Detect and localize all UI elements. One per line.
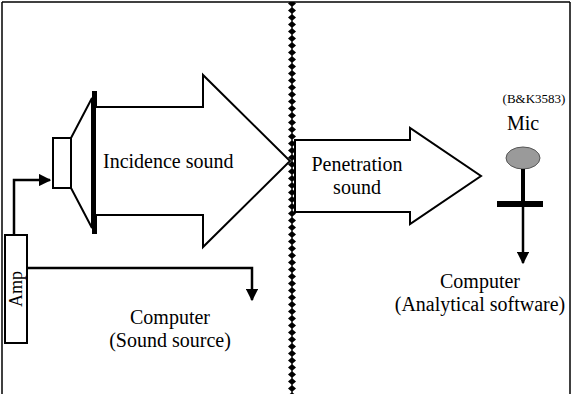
speaker-wire	[14, 180, 50, 234]
mic-label: (B&K3583)	[502, 92, 566, 107]
computer-label: Computer (Sound source)	[109, 306, 232, 352]
microphone	[497, 147, 543, 207]
hollow-arrow	[295, 128, 481, 224]
sound-label: Incidence sound	[103, 150, 234, 173]
sound-label: Penetration sound	[301, 153, 413, 199]
sound-arrow: Incidence sound	[95, 75, 290, 247]
amplifier-box: Amp	[4, 234, 28, 344]
arrow-outline	[295, 128, 481, 224]
sound-arrow: Penetration sound	[295, 128, 481, 224]
mic-cable	[522, 207, 525, 263]
computer-label: Computer (Analytical software)	[394, 270, 566, 316]
source-wire	[26, 268, 252, 300]
mic-label: Mic	[506, 112, 540, 135]
loudspeaker	[53, 91, 97, 234]
arrow-outline	[95, 75, 290, 247]
amp-label: Amp	[7, 271, 25, 307]
test-wall-edge	[292, 2, 293, 394]
